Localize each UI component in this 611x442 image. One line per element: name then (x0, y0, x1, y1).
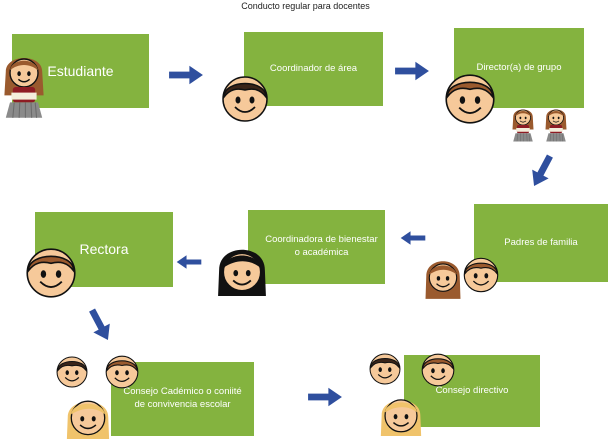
node-coordinadora-bienestar: Coordinadora de bienestar o académica (248, 210, 385, 284)
student-girl-icon (3, 57, 45, 119)
face-icon (56, 356, 88, 388)
face-icon (66, 400, 110, 440)
node-consejo-academico-label: Consejo Cadémico o coniité de convivenci… (123, 386, 242, 410)
node-coordinadora-bienestar-label: Coordinadora de bienestar o académica (265, 234, 378, 258)
face-icon (369, 353, 401, 385)
arrow-icon (83, 305, 117, 345)
diagram-title: Conducto regular para docentes (241, 1, 370, 11)
arrow-icon (525, 151, 559, 191)
arrow-icon (308, 387, 342, 407)
face-icon (421, 353, 455, 387)
node-rectora-label: Rectora (79, 241, 129, 258)
face-icon (222, 76, 268, 122)
node-consejo-directivo-label: Consejo directivo (435, 384, 509, 396)
arrow-icon (400, 231, 426, 245)
face-icon (217, 248, 267, 297)
node-padres-label: Padres de familia (504, 236, 578, 248)
face-icon (26, 248, 76, 298)
arrow-icon (176, 255, 202, 269)
student-girl-icon (512, 109, 534, 142)
node-coordinador-area-label: Coordinador de área (269, 62, 358, 74)
node-coordinador-area: Coordinador de área (244, 32, 383, 106)
node-estudiante-label: Estudiante (47, 62, 114, 79)
face-icon (424, 260, 462, 300)
face-icon (380, 399, 422, 437)
face-icon (105, 355, 139, 389)
arrow-icon (395, 61, 429, 81)
arrow-icon (169, 65, 203, 85)
student-girl-icon (545, 109, 567, 142)
face-icon (445, 74, 495, 124)
node-director-grupo-label: Director(a) de grupo (476, 61, 562, 73)
face-icon (463, 257, 499, 293)
